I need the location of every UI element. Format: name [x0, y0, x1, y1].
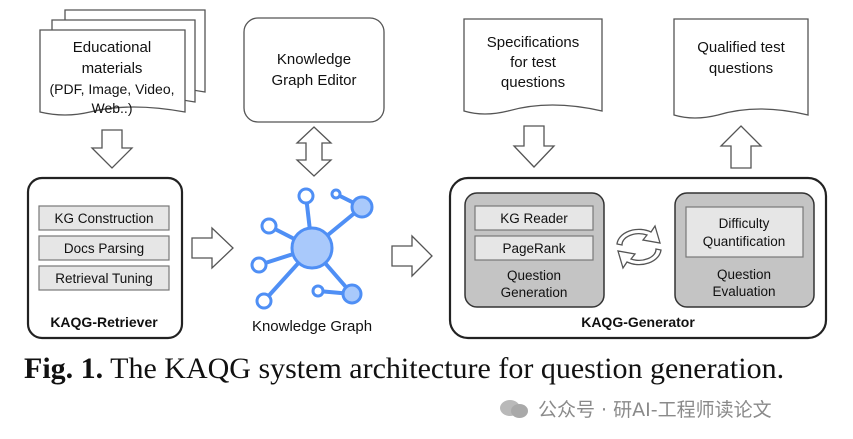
architecture-diagram: Educational materials (PDF, Image, Video… — [26, 9, 828, 340]
knowledge-graph-editor-box: Knowledge Graph Editor — [243, 17, 385, 123]
knowledge-graph-label: Knowledge Graph — [252, 318, 372, 335]
specifications-line2: for test — [510, 54, 557, 71]
educational-materials-line4: Web..) — [92, 100, 133, 116]
specifications-line3: questions — [501, 74, 565, 91]
educational-materials-line1: Educational — [73, 39, 151, 56]
difficulty-quantification-line2: Quantification — [703, 234, 786, 249]
educational-materials-line2: materials — [82, 60, 143, 77]
arrow-right-retriever — [191, 226, 234, 270]
kaqg-generator-panel: KG Reader PageRank Question Generation D… — [448, 176, 828, 340]
question-evaluation-line2: Evaluation — [712, 284, 775, 299]
figure-caption-text: The KAQG system architecture for questio… — [110, 352, 785, 385]
cycle-arrows-icon — [616, 224, 662, 270]
arrow-down-specifications — [512, 125, 556, 168]
retriever-item-retrieval-tuning: Retrieval Tuning — [55, 271, 153, 286]
question-evaluation-line1: Question — [717, 267, 771, 282]
generator-label: KAQG-Generator — [581, 314, 695, 330]
watermark-text: 公众号 · 研AI-工程师读论文 — [538, 398, 772, 421]
question-evaluation-panel: Difficulty Quantification Question Evalu… — [674, 192, 815, 308]
wechat-icon — [500, 396, 530, 420]
arrow-down-materials — [90, 129, 134, 169]
watermark: 公众号 · 研AI-工程师读论文 — [500, 393, 830, 423]
kg-reader-item: KG Reader — [500, 211, 568, 226]
editor-line2: Graph Editor — [271, 72, 356, 89]
knowledge-graph-nodes — [250, 187, 374, 310]
figure-label: Fig. 1. — [24, 352, 104, 385]
kaqg-retriever-panel: KG Construction Docs Parsing Retrieval T… — [26, 176, 184, 340]
question-generation-line2: Generation — [501, 285, 568, 300]
retriever-label: KAQG-Retriever — [50, 314, 158, 330]
editor-line1: Knowledge — [277, 51, 351, 68]
question-generation-panel: KG Reader PageRank Question Generation — [464, 192, 605, 308]
specifications-doc: Specifications for test questions — [463, 18, 603, 115]
question-generation-line1: Question — [507, 268, 561, 283]
educational-materials-line3: (PDF, Image, Video, — [49, 81, 174, 97]
arrow-bidirectional-editor — [295, 126, 333, 177]
specifications-line1: Specifications — [487, 34, 580, 51]
educational-materials-doc: Educational materials (PDF, Image, Video… — [39, 9, 206, 116]
figure-caption: Fig. 1. The KAQG system architecture for… — [24, 350, 836, 388]
retriever-item-kg-construction: KG Construction — [54, 211, 153, 226]
qualified-line1: Qualified test — [697, 39, 785, 56]
retriever-item-docs-parsing: Docs Parsing — [64, 241, 144, 256]
arrow-right-graph — [391, 234, 433, 278]
difficulty-quantification-line1: Difficulty — [719, 216, 770, 231]
qualified-line2: questions — [709, 60, 773, 77]
arrow-up-qualified — [719, 125, 763, 169]
pagerank-item: PageRank — [502, 241, 565, 256]
qualified-questions-doc: Qualified test questions — [673, 18, 809, 119]
